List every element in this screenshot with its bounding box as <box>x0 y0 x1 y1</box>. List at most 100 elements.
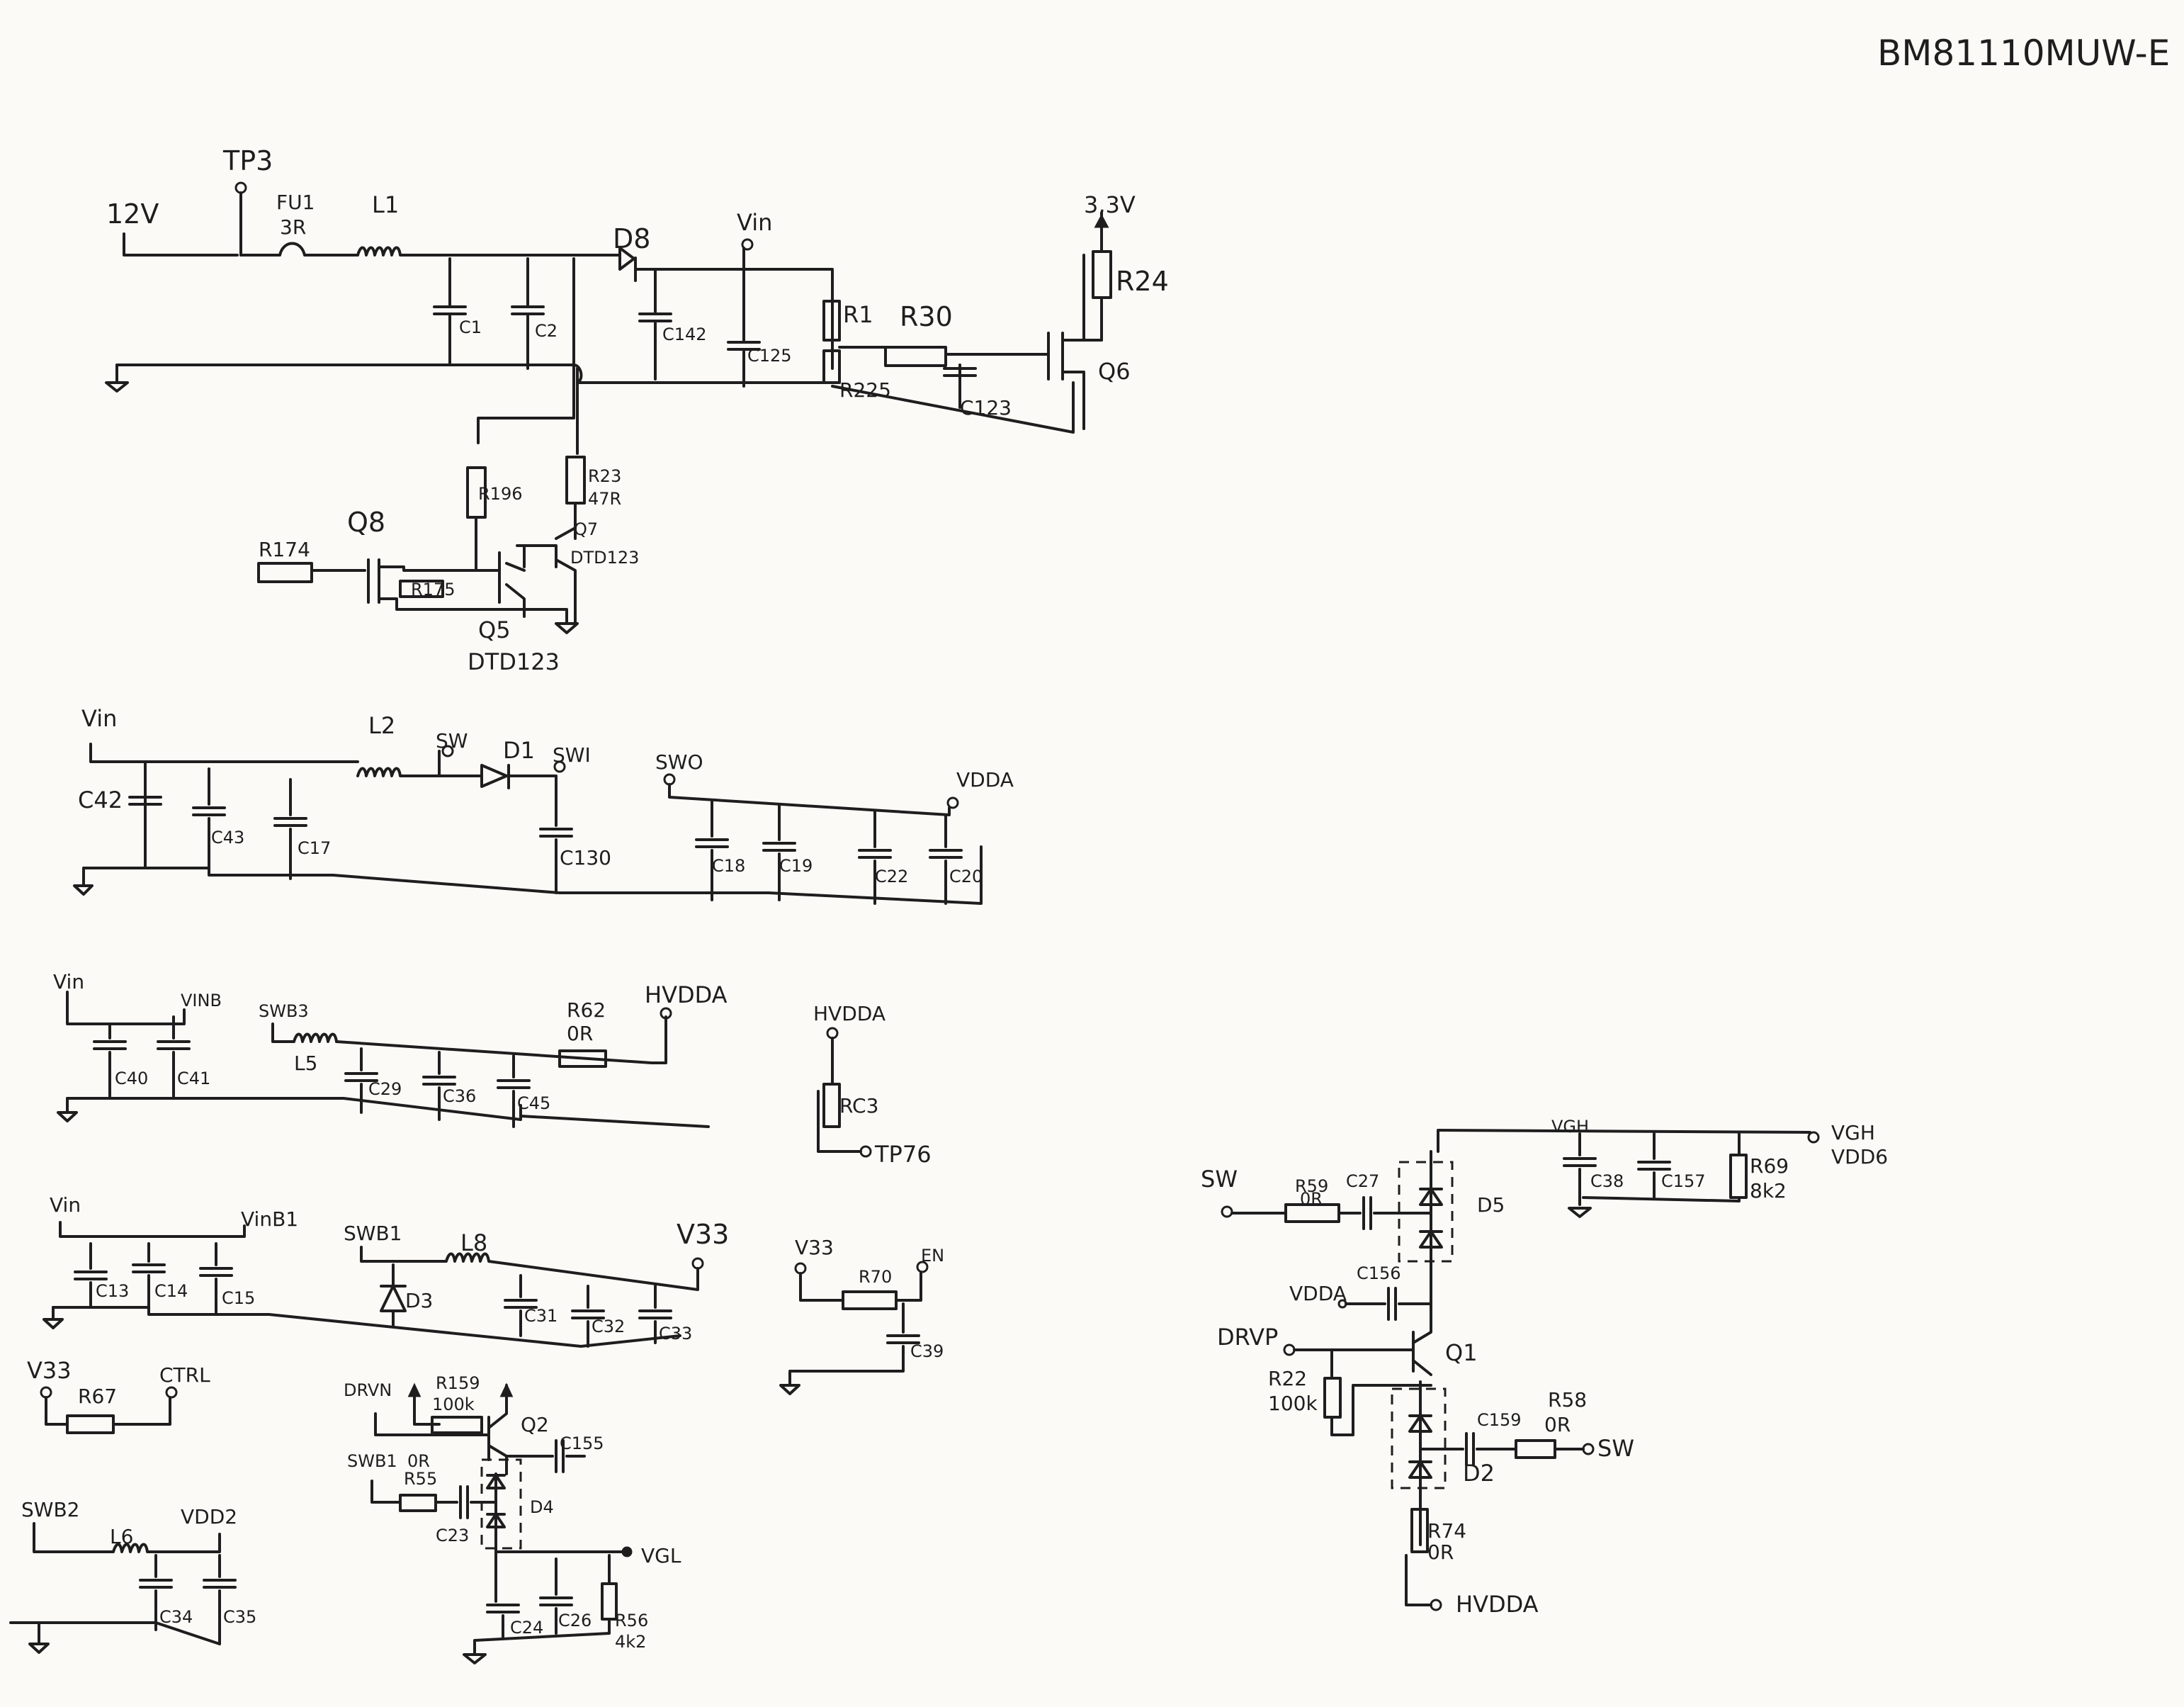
label-l1: L1 <box>372 191 399 218</box>
label-vgh: VGH <box>1831 1121 1875 1144</box>
resistor-r1 <box>822 300 841 342</box>
label-r196: R196 <box>478 484 522 504</box>
label-drvn: DRVN <box>344 1380 392 1400</box>
label-c45: C45 <box>517 1093 550 1113</box>
label-r23: R23 <box>588 466 621 486</box>
label-r74-value: 0R <box>1427 1540 1454 1564</box>
label-c19: C19 <box>779 856 813 876</box>
label-r59-value: 0R <box>1300 1189 1323 1209</box>
label-c34: C34 <box>159 1607 193 1627</box>
label-c13: C13 <box>96 1281 129 1301</box>
label-3v3: 3,3V <box>1084 191 1136 218</box>
label-r1: R1 <box>843 301 873 328</box>
resistor-r69 <box>1729 1154 1748 1199</box>
inductor-l8 <box>360 1246 699 1291</box>
label-hvdda: HVDDA <box>645 981 728 1008</box>
label-c142: C142 <box>662 325 707 344</box>
label-c42: C42 <box>78 787 123 813</box>
label-r22-value: 100k <box>1268 1392 1318 1415</box>
label-vin-3: Vin <box>53 970 84 993</box>
swi-net-flag <box>553 760 566 773</box>
label-c17: C17 <box>298 838 331 858</box>
label-c130: C130 <box>560 846 611 869</box>
inductor-l2 <box>356 767 483 777</box>
tp3-testpoint <box>234 181 247 194</box>
label-r59: R59 <box>1295 1176 1328 1196</box>
label-r174: R174 <box>259 538 310 561</box>
en-divider-section <box>779 1261 929 1395</box>
label-v33-2: V33 <box>795 1236 834 1259</box>
label-r69-value: 8k2 <box>1750 1179 1787 1202</box>
label-l5: L5 <box>294 1052 317 1075</box>
resistor-r56 <box>601 1582 618 1621</box>
ground-symbol <box>779 1384 800 1395</box>
label-c22: C22 <box>875 867 908 886</box>
sw-net-flag <box>441 745 454 757</box>
label-c32: C32 <box>592 1317 625 1336</box>
label-q8: Q8 <box>347 507 385 538</box>
label-r74: R74 <box>1427 1519 1466 1543</box>
resistor-r225 <box>822 349 841 384</box>
resistor-r174 <box>257 562 313 583</box>
label-vdda: VDDA <box>956 768 1014 791</box>
label-en: EN <box>921 1246 944 1266</box>
label-vdda-2: VDDA <box>1289 1282 1347 1305</box>
diode-d3 <box>380 1263 407 1326</box>
label-vdd6: VDD6 <box>1831 1145 1888 1168</box>
label-c41: C41 <box>177 1069 210 1088</box>
label-12v: 12V <box>106 198 159 230</box>
label-d5: D5 <box>1477 1193 1505 1217</box>
label-c26: C26 <box>558 1611 592 1630</box>
label-hvdda-3: HVDDA <box>1456 1591 1539 1618</box>
label-q1: Q1 <box>1445 1339 1478 1366</box>
label-r62-value: 0R <box>567 1022 593 1045</box>
label-vdd2: VDD2 <box>181 1505 237 1528</box>
resistor-r159 <box>431 1416 483 1434</box>
schematic-labels: 12V TP3 FU1 3R L1 D8 Vin 3,3V R24 C1 C2 … <box>21 145 1888 1652</box>
label-hvdda-2: HVDDA <box>813 1002 886 1025</box>
label-r24: R24 <box>1116 266 1169 297</box>
label-r69: R69 <box>1750 1154 1789 1178</box>
label-v33-3: V33 <box>27 1357 72 1384</box>
ground-symbol <box>28 1643 50 1654</box>
mosfet-q6 <box>1061 371 1085 430</box>
label-q6: Q6 <box>1098 358 1131 385</box>
label-c156: C156 <box>1357 1263 1401 1283</box>
label-sw-2: SW <box>1597 1435 1634 1462</box>
label-l2: L2 <box>368 712 395 739</box>
label-c18: C18 <box>712 856 745 876</box>
label-q2: Q2 <box>521 1413 549 1436</box>
label-c27: C27 <box>1346 1171 1379 1191</box>
label-c123: C123 <box>960 396 1012 419</box>
resistor-r62 <box>558 1049 607 1068</box>
label-r30: R30 <box>900 301 953 332</box>
ground-symbol <box>555 622 579 634</box>
vdda-boost-section <box>73 743 983 905</box>
label-c39: C39 <box>910 1341 944 1361</box>
document-title: BM81110MUW-E <box>1877 33 2170 74</box>
label-tp76: TP76 <box>874 1141 932 1168</box>
label-r175: R175 <box>411 580 455 599</box>
label-rc3: RC3 <box>839 1094 878 1117</box>
label-c159: C159 <box>1477 1410 1522 1430</box>
resistor-r23 <box>565 456 586 505</box>
label-r67: R67 <box>78 1385 117 1408</box>
label-r56: R56 <box>615 1611 648 1630</box>
label-c15: C15 <box>222 1288 255 1308</box>
label-q7: Q7 <box>574 519 598 539</box>
ground-symbol <box>57 1111 78 1122</box>
label-vinb1: VinB1 <box>241 1207 298 1231</box>
vdd2-section <box>9 1522 237 1654</box>
label-c33: C33 <box>659 1324 692 1343</box>
ground-symbol <box>105 381 129 393</box>
label-ctrl: CTRL <box>159 1363 210 1387</box>
label-d1: D1 <box>503 737 535 764</box>
label-v33: V33 <box>677 1219 729 1250</box>
diode-d1 <box>480 764 508 788</box>
label-r58-value: 0R <box>1544 1413 1571 1436</box>
label-r70: R70 <box>859 1267 892 1287</box>
label-vgh-net: VGH <box>1551 1117 1589 1137</box>
diode-pack-d4 <box>480 1458 522 1550</box>
label-r159: R159 <box>436 1373 480 1393</box>
